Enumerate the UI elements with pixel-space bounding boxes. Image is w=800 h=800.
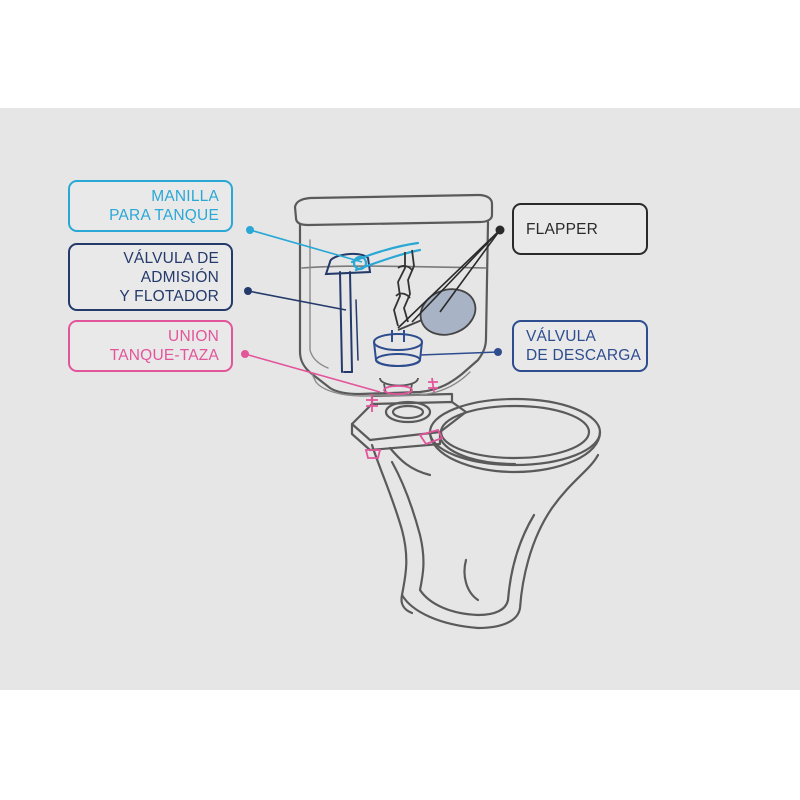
label-line: Y FLOTADOR xyxy=(119,287,219,305)
label-line: DE DESCARGA xyxy=(526,347,642,364)
leader-flapper xyxy=(397,225,505,329)
label-flapper: FLAPPER xyxy=(512,203,648,255)
tank-handle xyxy=(350,241,422,272)
label-valvula-admision-flotador: VÁLVULA DE ADMISIÓN Y FLOTADOR xyxy=(68,243,233,311)
label-union-tanque-taza: UNION TANQUE-TAZA xyxy=(68,320,233,372)
label-valvula-de-descarga: VÁLVULA DE DESCARGA xyxy=(512,320,648,372)
label-line: ADMISIÓN xyxy=(140,268,219,286)
label-line: MANILLA xyxy=(151,188,219,205)
leader-valvula-admision xyxy=(244,287,347,311)
leader-valvula-descarga xyxy=(419,348,502,356)
leader-manilla xyxy=(246,226,363,263)
toilet-bowl xyxy=(350,392,602,630)
leader-union xyxy=(241,350,381,393)
label-manilla-para-tanque: MANILLA PARA TANQUE xyxy=(68,180,233,232)
flush-valve xyxy=(373,330,423,367)
label-line: UNION xyxy=(168,328,219,345)
label-line: VÁLVULA DE xyxy=(123,249,219,267)
flapper xyxy=(397,288,477,336)
label-line: VÁLVULA xyxy=(526,328,597,345)
fill-valve xyxy=(324,252,372,373)
chain xyxy=(393,249,415,327)
tank-bowl-connection xyxy=(364,377,444,459)
label-line: TANQUE-TAZA xyxy=(109,347,219,364)
label-line: PARA TANQUE xyxy=(109,207,219,224)
label-line: FLAPPER xyxy=(526,220,599,238)
